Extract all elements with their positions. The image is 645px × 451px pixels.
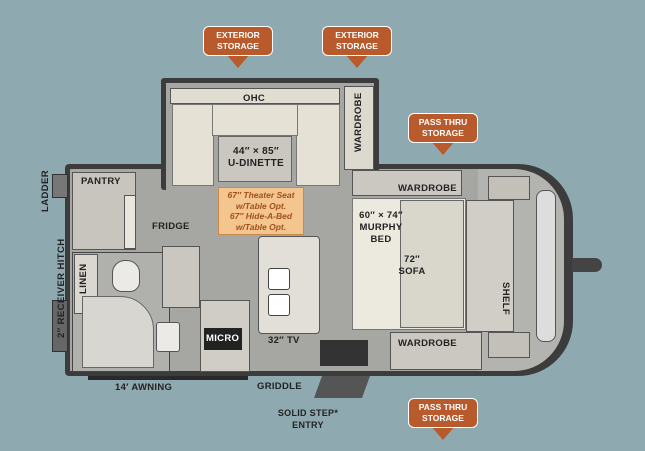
- ohc-cabinet: [170, 88, 340, 104]
- awning-label: 14′ AWNING: [115, 382, 173, 393]
- wardrobe-top-label: WARDROBE: [398, 183, 457, 194]
- hitch-icon: [52, 300, 68, 352]
- entry-step: [313, 376, 371, 398]
- pass-thru-storage-pin-2: PASS THRU STORAGE: [408, 398, 478, 440]
- linen-label: LINEN: [78, 263, 89, 295]
- pin-pointer: [345, 54, 369, 68]
- dinette-size-label: 44″ × 85″: [233, 146, 279, 157]
- fridge-unit: [162, 246, 200, 308]
- receiver-hitch-label: 2″ RECEIVER HITCH: [56, 238, 67, 338]
- sink-icon-1: [268, 268, 290, 290]
- option-note: 67″ Theater Seat w/Table Opt. 67″ Hide-A…: [218, 187, 304, 235]
- dinette-table: [218, 136, 292, 182]
- pantry-door: [124, 195, 136, 249]
- slide-wardrobe-label: WARDROBE: [353, 92, 364, 152]
- microwave: [204, 328, 242, 350]
- exterior-storage-pin-2: EXTERIOR STORAGE: [322, 26, 392, 68]
- front-cabinet-top: [488, 176, 530, 200]
- exterior-storage-pin-1: EXTERIOR STORAGE: [203, 26, 273, 68]
- bath-sink-icon: [156, 322, 180, 352]
- micro-label: MICRO: [206, 333, 240, 344]
- ladder-icon: [52, 174, 68, 198]
- sink-icon-2: [268, 294, 290, 316]
- pin-label: PASS THRU STORAGE: [408, 113, 478, 143]
- entry-label: SOLID STEP* ENTRY: [277, 408, 339, 430]
- murphy-bed-label: 60″ × 74″ MURPHY BED: [359, 210, 403, 245]
- wardrobe-bottom-cabinet: [390, 332, 482, 370]
- toilet-icon: [112, 260, 140, 292]
- wardrobe-bottom-label: WARDROBE: [398, 338, 457, 349]
- awning-bar: [88, 376, 248, 380]
- pin-pointer: [431, 141, 455, 155]
- front-shelf: [536, 190, 556, 342]
- sofa-cushion: [400, 200, 464, 328]
- wardrobe-top-cabinet: [352, 170, 462, 196]
- pass-thru-storage-pin-1: PASS THRU STORAGE: [408, 113, 478, 155]
- sofa-label: 72″ SOFA: [398, 254, 426, 277]
- ladder-label: LADDER: [40, 170, 51, 212]
- pin-pointer: [226, 54, 250, 68]
- dinette-cushion-left: [172, 104, 214, 186]
- fridge-label: FRIDGE: [152, 221, 190, 232]
- pin-label: EXTERIOR STORAGE: [322, 26, 392, 56]
- pantry-label: PANTRY: [81, 176, 121, 187]
- pin-pointer: [431, 426, 455, 440]
- shower-icon: [82, 296, 154, 368]
- tv-label: 32″ TV: [268, 335, 300, 346]
- front-cabinet-bottom: [488, 332, 530, 358]
- griddle-label: GRIDDLE: [257, 381, 302, 392]
- ohc-label: OHC: [243, 93, 266, 104]
- dinette-label: U-DINETTE: [228, 158, 285, 169]
- hitch-tongue: [572, 258, 602, 272]
- pin-label: EXTERIOR STORAGE: [203, 26, 273, 56]
- dinette-cushion-right: [296, 104, 340, 186]
- dinette-cushion-back: [212, 104, 298, 136]
- sofa-back: [466, 200, 514, 332]
- shelf-label: SHELF: [500, 282, 511, 316]
- stove: [320, 340, 368, 366]
- slide-wardrobe: [344, 86, 374, 170]
- pin-label: PASS THRU STORAGE: [408, 398, 478, 428]
